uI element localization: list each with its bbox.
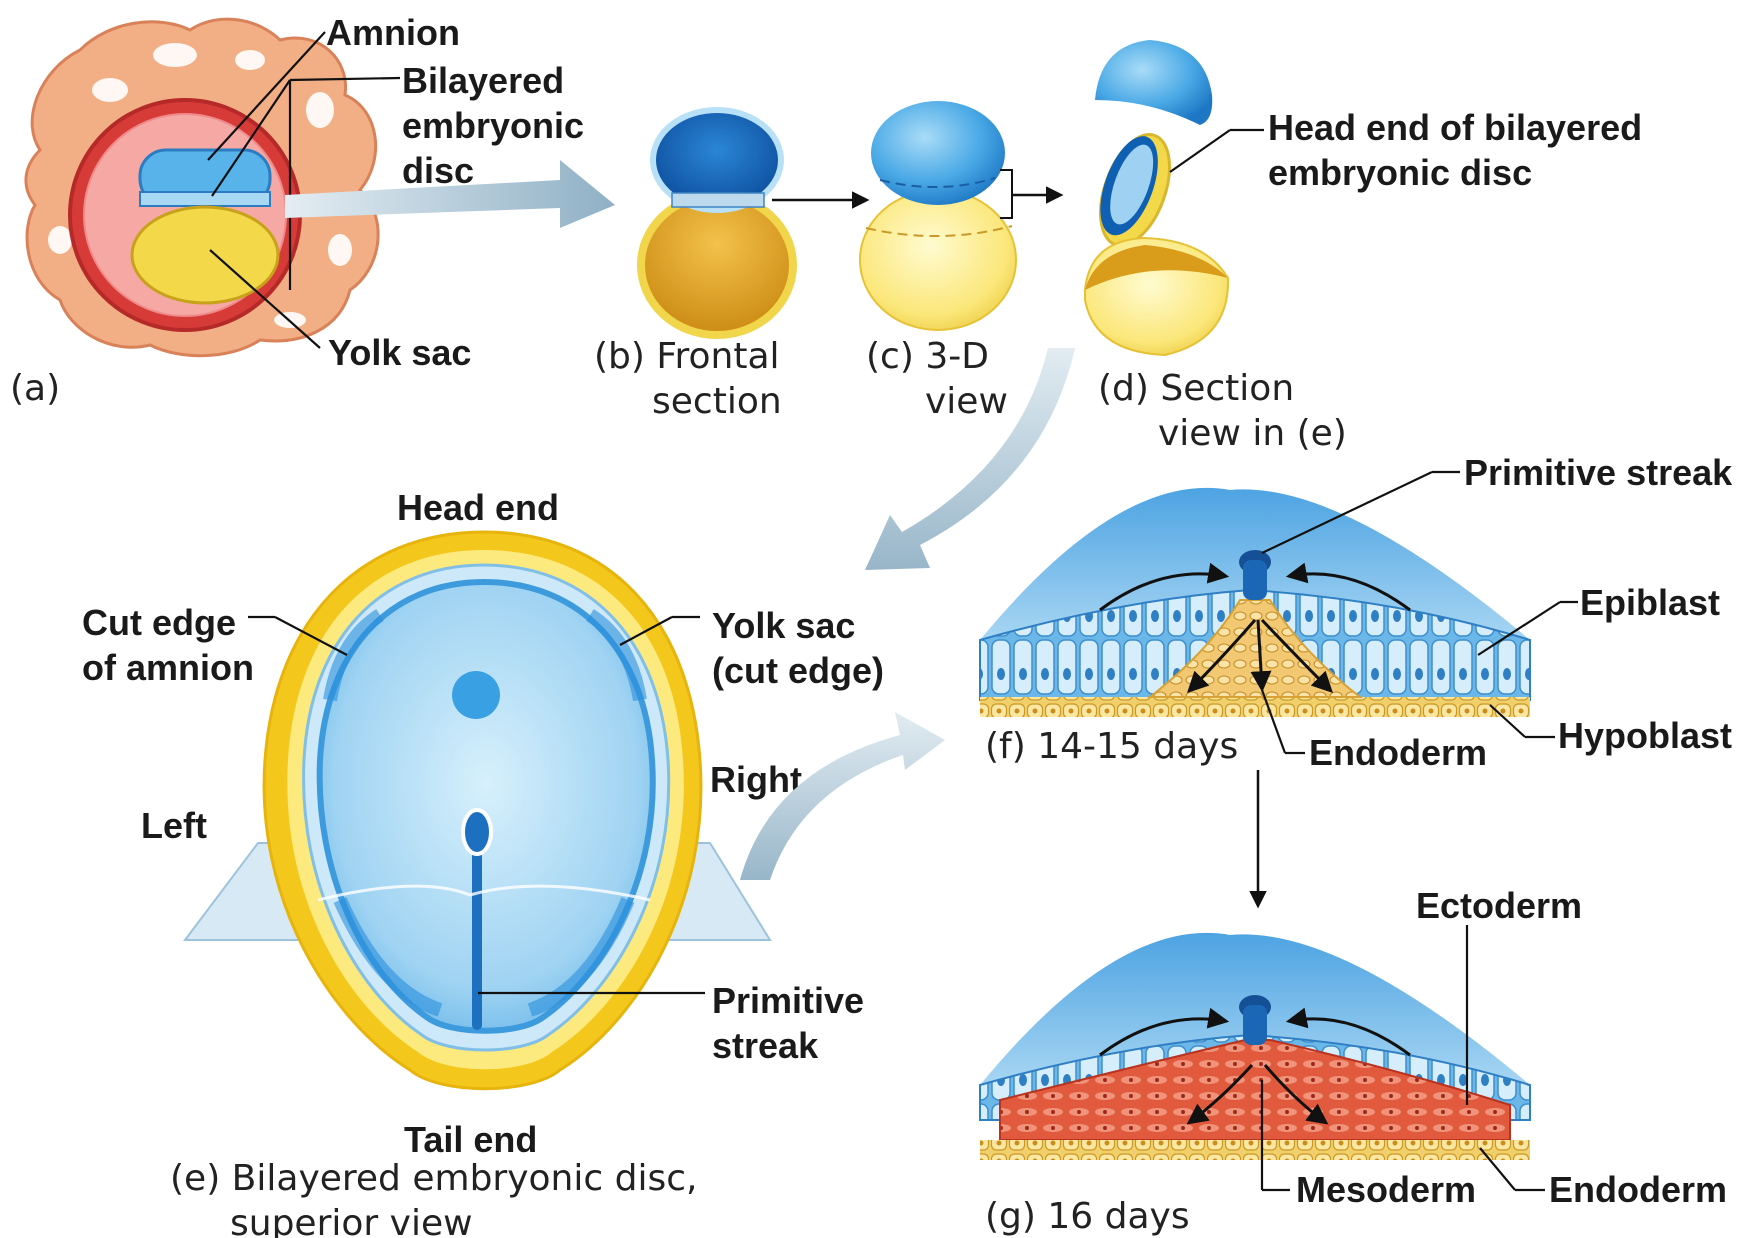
label-endoderm-g: Endoderm xyxy=(1549,1169,1727,1210)
label-primitive-streak-e-1: Primitive xyxy=(712,980,864,1021)
caption-e-1: (e) Bilayered embryonic disc, xyxy=(170,1158,697,1199)
caption-b-2: section xyxy=(652,381,782,422)
caption-e-2: superior view xyxy=(230,1203,473,1238)
caption-c-1: (c) 3-D xyxy=(866,336,989,377)
amnion-c xyxy=(871,101,1005,205)
label-head-end: Head end xyxy=(397,487,559,528)
panel-f-14-15-days: Primitive streak Epiblast Hypoblast Endo… xyxy=(980,452,1733,773)
label-hypoblast: Hypoblast xyxy=(1558,715,1732,756)
label-cut-edge-1: Cut edge xyxy=(82,602,236,643)
caption-g: (g) 16 days xyxy=(985,1196,1190,1237)
label-mesoderm: Mesoderm xyxy=(1296,1169,1476,1210)
label-yolk-sac-a: Yolk sac xyxy=(328,332,471,373)
label-endoderm-f: Endoderm xyxy=(1309,732,1487,773)
hypoblast-f xyxy=(980,697,1530,717)
label-primitive-streak-f: Primitive streak xyxy=(1464,452,1733,493)
prechordal-plate xyxy=(452,671,500,719)
label-embryonic: embryonic xyxy=(402,105,584,146)
label-cut-edge-2: of amnion xyxy=(82,647,254,688)
caption-a: (a) xyxy=(10,368,60,409)
yolk-sac-c xyxy=(860,190,1016,330)
label-disc: disc xyxy=(402,150,474,191)
endoderm-g-layer xyxy=(980,1140,1530,1160)
amnion-cap-d xyxy=(1095,40,1212,125)
label-primitive-streak-e-2: streak xyxy=(712,1025,819,1066)
caption-c-2: view xyxy=(925,381,1008,422)
label-epiblast: Epiblast xyxy=(1580,582,1720,623)
label-right: Right xyxy=(710,759,802,800)
label-bilayered: Bilayered xyxy=(402,60,564,101)
primitive-node xyxy=(463,810,491,854)
panel-d-section-view: Head end of bilayered embryonic disc (d)… xyxy=(1085,40,1642,454)
label-head-end-bilayered-1: Head end of bilayered xyxy=(1268,107,1642,148)
caption-f: (f) 14-15 days xyxy=(985,726,1238,767)
panel-g-16-days: Ectoderm Mesoderm Endoderm (g) 16 days xyxy=(980,885,1727,1237)
caption-d-2: view in (e) xyxy=(1158,413,1347,454)
label-left: Left xyxy=(141,805,207,846)
label-ectoderm: Ectoderm xyxy=(1416,885,1582,926)
label-head-end-bilayered-2: embryonic disc xyxy=(1268,152,1532,193)
label-yolk-sac-cut-2: (cut edge) xyxy=(712,650,884,691)
yolk-sac-a xyxy=(132,207,278,303)
panel-c-3d-view: (c) 3-D view xyxy=(860,101,1060,422)
label-tail-end: Tail end xyxy=(404,1119,537,1160)
caption-b-1: (b) Frontal xyxy=(594,336,780,377)
label-yolk-sac-cut-1: Yolk sac xyxy=(712,605,855,646)
caption-d-1: (d) Section xyxy=(1098,368,1294,409)
epiblast-strip xyxy=(140,192,270,206)
label-amnion: Amnion xyxy=(326,12,460,53)
panel-b-frontal-section: (b) Frontal section xyxy=(594,110,793,422)
